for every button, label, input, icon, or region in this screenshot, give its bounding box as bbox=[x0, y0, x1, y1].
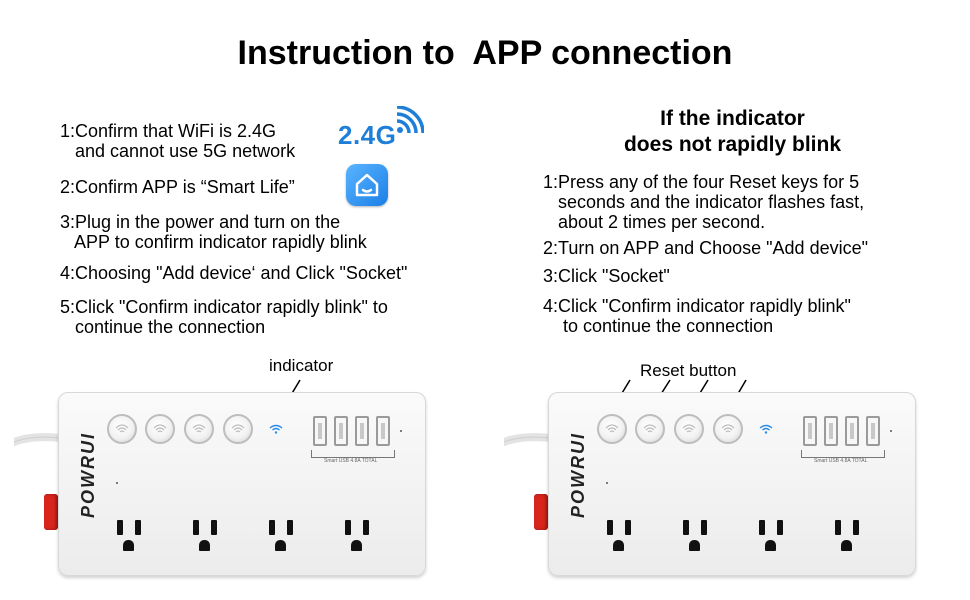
reset-button-3[interactable] bbox=[674, 414, 704, 444]
reset-button-callout-label: Reset button bbox=[640, 361, 737, 380]
wifi-small-icon bbox=[682, 424, 696, 433]
brand-logo: POWRUI bbox=[568, 432, 588, 518]
left-step-3: 3:Plug in the power and turn on the APP … bbox=[60, 212, 367, 252]
smart-life-app-icon bbox=[346, 164, 388, 206]
ac-outlet-1 bbox=[112, 516, 146, 556]
reset-button-2[interactable] bbox=[635, 414, 665, 444]
ac-outlet-1 bbox=[602, 516, 636, 556]
reset-button-3[interactable] bbox=[184, 414, 214, 444]
wifi-small-icon bbox=[192, 424, 206, 433]
home-icon bbox=[355, 173, 379, 197]
usb-port-4 bbox=[866, 416, 880, 446]
reset-button-1[interactable] bbox=[107, 414, 137, 444]
right-heading-line1: If the indicator bbox=[660, 107, 805, 130]
usb-port-1 bbox=[803, 416, 817, 446]
usb-bracket bbox=[311, 450, 395, 458]
right-step-1: 1:Press any of the four Reset keys for 5… bbox=[543, 172, 865, 232]
wifi-small-icon bbox=[643, 424, 657, 433]
wifi-24g-text: 2.4G bbox=[338, 120, 397, 150]
usb-caption: Smart USB 4.8A TOTAL bbox=[324, 458, 378, 464]
usb-bracket bbox=[801, 450, 885, 458]
power-strip-left: POWRUI Smart USB 4.8A TOTAL bbox=[14, 386, 444, 586]
usb-indicator-dot bbox=[400, 430, 402, 432]
left-step-5: 5:Click "Confirm indicator rapidly blink… bbox=[60, 297, 388, 337]
power-rocker-switch bbox=[534, 494, 548, 530]
brand-logo: POWRUI bbox=[78, 432, 98, 518]
page-title: Instruction to APP connection bbox=[237, 34, 733, 72]
ac-outlet-2 bbox=[188, 516, 222, 556]
wifi-small-icon bbox=[153, 424, 167, 433]
ac-outlet-3 bbox=[264, 516, 298, 556]
usb-port-3 bbox=[845, 416, 859, 446]
ac-outlet-4 bbox=[340, 516, 374, 556]
wifi-indicator-led-icon bbox=[759, 424, 773, 434]
indicator-callout-label: indicator bbox=[269, 356, 334, 375]
reset-button-4[interactable] bbox=[713, 414, 743, 444]
indicator-dot bbox=[116, 482, 118, 484]
usb-caption: Smart USB 4.8A TOTAL bbox=[814, 458, 868, 464]
right-heading-line2: does not rapidly blink bbox=[623, 133, 842, 156]
power-strip-right: POWRUI Smart USB 4.8A TOTAL bbox=[504, 386, 934, 586]
reset-button-4[interactable] bbox=[223, 414, 253, 444]
usb-port-1 bbox=[313, 416, 327, 446]
ac-outlet-2 bbox=[678, 516, 712, 556]
usb-port-3 bbox=[355, 416, 369, 446]
wifi-signal-icon bbox=[396, 106, 424, 134]
left-step-1: 1:Confirm that WiFi is 2.4G and cannot u… bbox=[60, 121, 296, 161]
power-rocker-switch bbox=[44, 494, 58, 530]
right-step-2: 2:Turn on APP and Choose "Add device" bbox=[543, 238, 868, 258]
wifi-24g-badge: 2.4G bbox=[338, 106, 428, 152]
ac-outlet-3 bbox=[754, 516, 788, 556]
usb-port-2 bbox=[824, 416, 838, 446]
reset-button-2[interactable] bbox=[145, 414, 175, 444]
wifi-small-icon bbox=[231, 424, 245, 433]
ac-outlet-4 bbox=[830, 516, 864, 556]
indicator-dot bbox=[606, 482, 608, 484]
right-heading: If the indicator does not rapidly blink bbox=[540, 106, 925, 158]
wifi-small-icon bbox=[115, 424, 129, 433]
usb-indicator-dot bbox=[890, 430, 892, 432]
wifi-indicator-led-icon bbox=[269, 424, 283, 434]
wifi-small-icon bbox=[605, 424, 619, 433]
right-step-3: 3:Click "Socket" bbox=[543, 266, 670, 286]
right-step-4: 4:Click "Confirm indicator rapidly blink… bbox=[543, 296, 851, 336]
usb-port-2 bbox=[334, 416, 348, 446]
usb-port-4 bbox=[376, 416, 390, 446]
reset-button-1[interactable] bbox=[597, 414, 627, 444]
left-step-4: 4:Choosing "Add device‘ and Click "Socke… bbox=[60, 263, 408, 283]
wifi-small-icon bbox=[721, 424, 735, 433]
left-step-2: 2:Confirm APP is “Smart Life” bbox=[60, 177, 295, 197]
